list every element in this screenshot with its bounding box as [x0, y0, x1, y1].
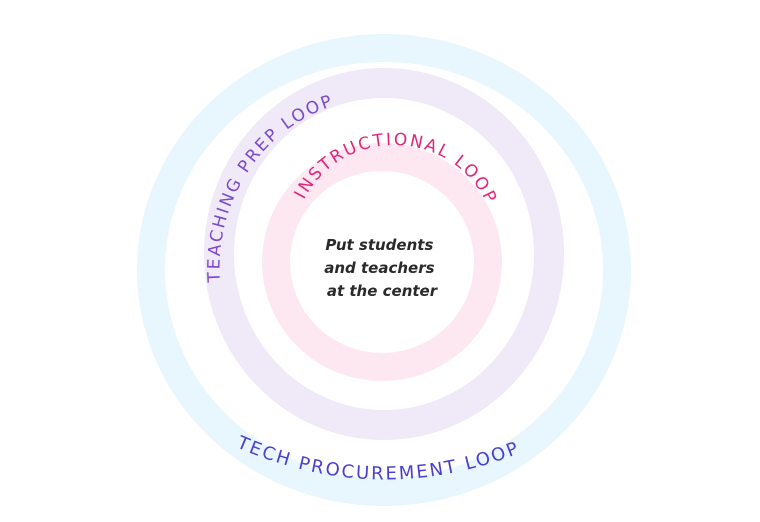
center-line-2: and teachers: [324, 259, 434, 277]
tech-procurement-ring: [137, 34, 631, 506]
center-message: Put students and teachers at the center: [324, 236, 440, 300]
instructional-ring: [262, 143, 502, 381]
center-line-3: at the center: [327, 282, 439, 300]
center-line-1: Put students: [325, 236, 433, 254]
teaching-prep-ring: [204, 68, 564, 440]
